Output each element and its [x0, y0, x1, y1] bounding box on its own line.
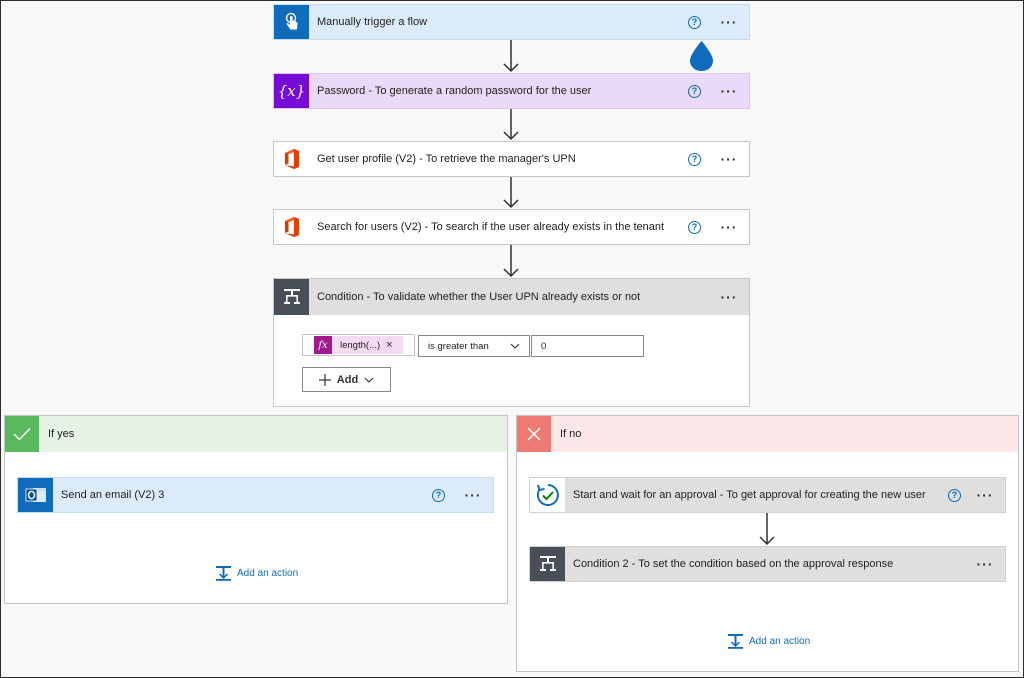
operator-dropdown[interactable]: is greater than	[418, 335, 530, 357]
help-icon[interactable]: ?	[948, 488, 961, 502]
add-action-link-no[interactable]: Add an action	[727, 633, 810, 649]
more-options-button[interactable]: ···	[464, 487, 482, 503]
step-title: Send an email (V2) 3	[61, 489, 165, 501]
help-icon[interactable]: ?	[688, 84, 701, 98]
if-no-label: If no	[560, 428, 582, 440]
drag-cursor-icon	[690, 41, 713, 71]
help-icon[interactable]: ?	[688, 15, 701, 29]
remove-token-button[interactable]: ×	[386, 339, 393, 351]
chevron-down-icon	[364, 377, 374, 383]
step-title: Condition 2 - To set the condition based…	[573, 558, 894, 570]
touch-icon	[274, 5, 309, 39]
fx-icon: fx	[314, 336, 332, 354]
approval-icon	[530, 478, 565, 512]
operator-value: is greater than	[428, 340, 489, 352]
connector-arrow	[503, 245, 519, 278]
add-action-icon	[216, 566, 231, 581]
step-condition-2[interactable]: Condition 2 - To set the condition based…	[529, 546, 1006, 582]
more-options-button[interactable]: ···	[976, 487, 994, 503]
more-options-button[interactable]: ···	[720, 219, 738, 235]
step-search-for-users[interactable]: Search for users (V2) - To search if the…	[273, 209, 750, 245]
step-manual-trigger[interactable]: Manually trigger a flow ? ···	[273, 4, 750, 40]
condition-card: Condition - To validate whether the User…	[273, 278, 750, 407]
add-condition-button[interactable]: Add	[302, 367, 391, 392]
condition-value-input[interactable]: 0	[531, 335, 644, 357]
more-options-button[interactable]: ···	[720, 151, 738, 167]
connector-arrow	[503, 177, 519, 209]
checkmark-icon	[5, 416, 39, 452]
condition-value: 0	[541, 340, 547, 352]
condition-icon	[530, 547, 565, 581]
more-options-button[interactable]: ···	[720, 289, 738, 305]
if-no-header[interactable]: If no	[517, 416, 1018, 452]
office365-icon	[274, 142, 309, 176]
help-icon[interactable]: ?	[432, 488, 445, 502]
add-button-label: Add	[336, 373, 359, 386]
step-title: Condition - To validate whether the User…	[317, 291, 641, 303]
chevron-down-icon	[510, 343, 520, 349]
close-icon	[517, 416, 551, 452]
condition-header[interactable]: Condition - To validate whether the User…	[274, 279, 749, 315]
step-title: Search for users (V2) - To search if the…	[317, 221, 665, 233]
step-password-variable[interactable]: {x} Password - To generate a random pass…	[273, 73, 750, 109]
connector-arrow	[503, 109, 519, 141]
more-options-button[interactable]: ···	[720, 14, 738, 30]
condition-left-operand[interactable]: fx length(...) ×	[302, 334, 415, 356]
expression-token-label: length(...)	[340, 339, 381, 351]
step-start-approval[interactable]: Start and wait for an approval - To get …	[529, 477, 1006, 513]
connector-arrow	[759, 513, 775, 546]
connector-arrow	[503, 40, 519, 73]
condition-icon	[274, 279, 309, 315]
help-icon[interactable]: ?	[688, 152, 701, 166]
variable-icon: {x}	[274, 74, 309, 108]
more-options-button[interactable]: ···	[720, 83, 738, 99]
if-yes-label: If yes	[48, 428, 75, 440]
plus-icon	[318, 373, 331, 386]
more-options-button[interactable]: ···	[976, 556, 994, 572]
add-action-icon	[728, 634, 743, 649]
step-title: Manually trigger a flow	[317, 16, 428, 28]
add-action-label: Add an action	[237, 567, 299, 579]
step-get-user-profile[interactable]: Get user profile (V2) - To retrieve the …	[273, 141, 750, 177]
if-yes-header[interactable]: If yes	[5, 416, 507, 452]
add-action-label: Add an action	[749, 635, 811, 647]
expression-token[interactable]: fx length(...) ×	[314, 336, 403, 354]
step-send-email[interactable]: Send an email (V2) 3 ? ···	[17, 477, 494, 513]
help-icon[interactable]: ?	[688, 220, 701, 234]
step-title: Get user profile (V2) - To retrieve the …	[317, 153, 576, 165]
step-title: Password - To generate a random password…	[317, 85, 592, 97]
add-action-link-yes[interactable]: Add an action	[215, 565, 298, 581]
step-title: Start and wait for an approval - To get …	[573, 489, 926, 501]
office365-icon	[274, 210, 309, 244]
if-no-branch: If no	[516, 415, 1019, 672]
outlook-icon	[18, 478, 53, 512]
